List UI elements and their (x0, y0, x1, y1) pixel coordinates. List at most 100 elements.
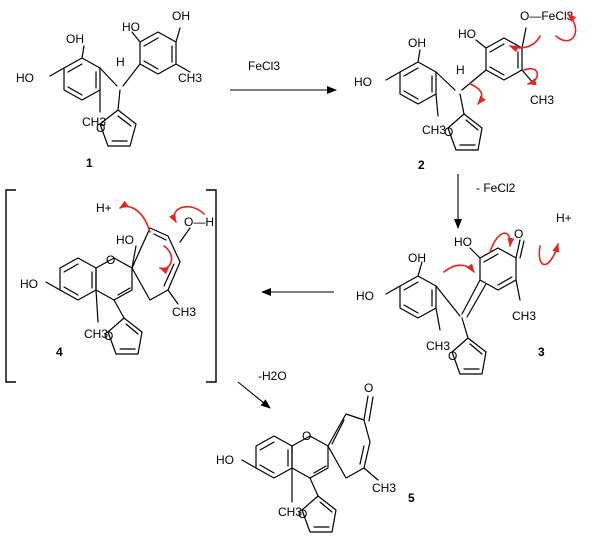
ring-right-double-3 (143, 60, 159, 70)
compound-number-5: 5 (408, 491, 415, 505)
label-h-plus-3: H+ (556, 211, 572, 225)
bond-oh-quaternary (131, 245, 137, 269)
quinone-double-2 (497, 276, 513, 286)
bond-oh-left-ring (81, 45, 85, 59)
bond-ch-furan (459, 93, 465, 115)
bond-methyl-left (435, 307, 441, 331)
bond-carbonyl (363, 395, 369, 421)
label-ch3-1a: CH3 (178, 71, 202, 85)
bond-oh-quinone (469, 247, 481, 259)
label-ho-4b: HO (20, 277, 38, 291)
label-oh-3a: OH (408, 251, 426, 265)
ring-left-double-3 (403, 304, 419, 314)
ring-right-double-2 (359, 445, 365, 465)
bond-oh-top (175, 27, 181, 43)
compound-number-3: 3 (538, 345, 545, 359)
electron-arrows-4 (119, 200, 205, 275)
label-ho-1b: HO (16, 71, 34, 85)
label-ho-3a: HO (454, 235, 472, 249)
bond-o-h-right (179, 227, 191, 243)
ring-left-double-3 (63, 286, 79, 296)
ring-right (327, 413, 371, 479)
ring-left-double-1 (403, 281, 419, 291)
reagent-step-2: - FeCl2 (476, 181, 516, 195)
label-ch3-4b: CH3 (84, 327, 108, 341)
compound-1-bonds (49, 27, 191, 147)
furan-ring (447, 113, 483, 151)
label-o-fecl3-2: O—FeCl3 (520, 9, 574, 23)
ring-right-double-3 (489, 66, 505, 76)
label-ho-5: HO (216, 453, 234, 467)
compound-3: OH HO HO O H+ CH3 CH3 O 3 (356, 211, 572, 375)
electron-arrow-ring-carbonyl (489, 232, 515, 253)
label-oh-2a: OH (408, 36, 426, 50)
label-o-furan-1: O (96, 121, 105, 135)
quinone-double-1 (483, 253, 499, 263)
label-ch3-5b: CH3 (278, 505, 302, 519)
bond-ch-furan (117, 89, 121, 111)
bond-oh-right-ring (131, 31, 141, 43)
arrow-step-4 (237, 381, 271, 409)
electron-arrow-proton-4 (119, 200, 151, 233)
bracket-right (206, 189, 217, 383)
label-ch3-4a: CH3 (172, 305, 196, 319)
label-h-1: H (116, 55, 125, 69)
electron-arrow-oh-4 (168, 205, 205, 223)
label-o-furan-4: O (104, 329, 113, 343)
bond-ho-left (49, 67, 65, 77)
electron-arrow-proton (538, 243, 560, 266)
label-ch3-1b: CH3 (82, 115, 106, 129)
label-ho-4a: HO (116, 233, 134, 247)
ring-left-double-1 (259, 441, 275, 451)
furan-ring (107, 317, 143, 355)
ring-right-double-1 (489, 43, 505, 53)
bond-ch-right (461, 69, 487, 91)
ring-right-double-1 (153, 233, 167, 241)
label-ho-2a: HO (458, 27, 476, 41)
ring-middle-double (313, 465, 327, 474)
compound-4: O HO O—H H+ HO CH3 CH3 O 4 (5, 189, 217, 383)
bond-methyl-left (435, 93, 439, 117)
electron-arrows-3 (443, 232, 560, 273)
bond-ch-left (435, 71, 456, 91)
label-o-3: O (514, 227, 523, 241)
furan-ring (451, 337, 487, 375)
bond-methyl-right (515, 279, 521, 301)
electron-arrow-oh-ring (443, 263, 475, 273)
bond-exo-furan (461, 317, 469, 339)
furan-double-2 (125, 323, 139, 335)
furan-ring (99, 109, 137, 147)
bond-oh-left-ring (417, 261, 423, 277)
electron-arrow-o-ring (509, 35, 541, 53)
bond-ho-left (45, 281, 61, 291)
ring-left-double-3 (67, 86, 83, 96)
furan-double-2 (117, 115, 132, 127)
label-o-ring-5: O (302, 429, 311, 443)
reagent-step-1: FeCl3 (248, 59, 280, 73)
bond-methyl-left (95, 289, 99, 323)
bond-carbonyl (515, 239, 521, 259)
label-ch3-3a: CH3 (512, 309, 536, 323)
bond-methyl-right (175, 63, 191, 73)
ring-left-double-3 (403, 90, 419, 100)
electron-arrow-ring-right (523, 67, 539, 86)
label-h-plus-4: H+ (96, 201, 112, 215)
ring-left-double-1 (67, 63, 83, 73)
bond-oh-right-ring (475, 39, 487, 49)
bond-furan (113, 299, 125, 319)
label-ch3-3b: CH3 (426, 339, 450, 353)
label-o-h-4: O—H (184, 215, 214, 229)
reagent-step-4: -H2O (258, 369, 287, 383)
label-o-furan-2: O (444, 125, 453, 139)
ring-middle-double (117, 287, 131, 296)
bond-methyl-right (363, 467, 379, 481)
compound-1: OH HO OH HO H CH3 CH3 O 1 (16, 9, 202, 170)
label-o-carbonyl-5: O (364, 381, 373, 395)
label-o-ring-4: O (106, 253, 115, 267)
compound-5: O O HO CH3 CH3 O 5 (216, 381, 415, 533)
furan-double-2 (319, 501, 333, 513)
electron-arrow-ring-4 (159, 245, 173, 275)
label-h-2: H (456, 63, 465, 77)
bond-exo-right-double (466, 283, 487, 318)
